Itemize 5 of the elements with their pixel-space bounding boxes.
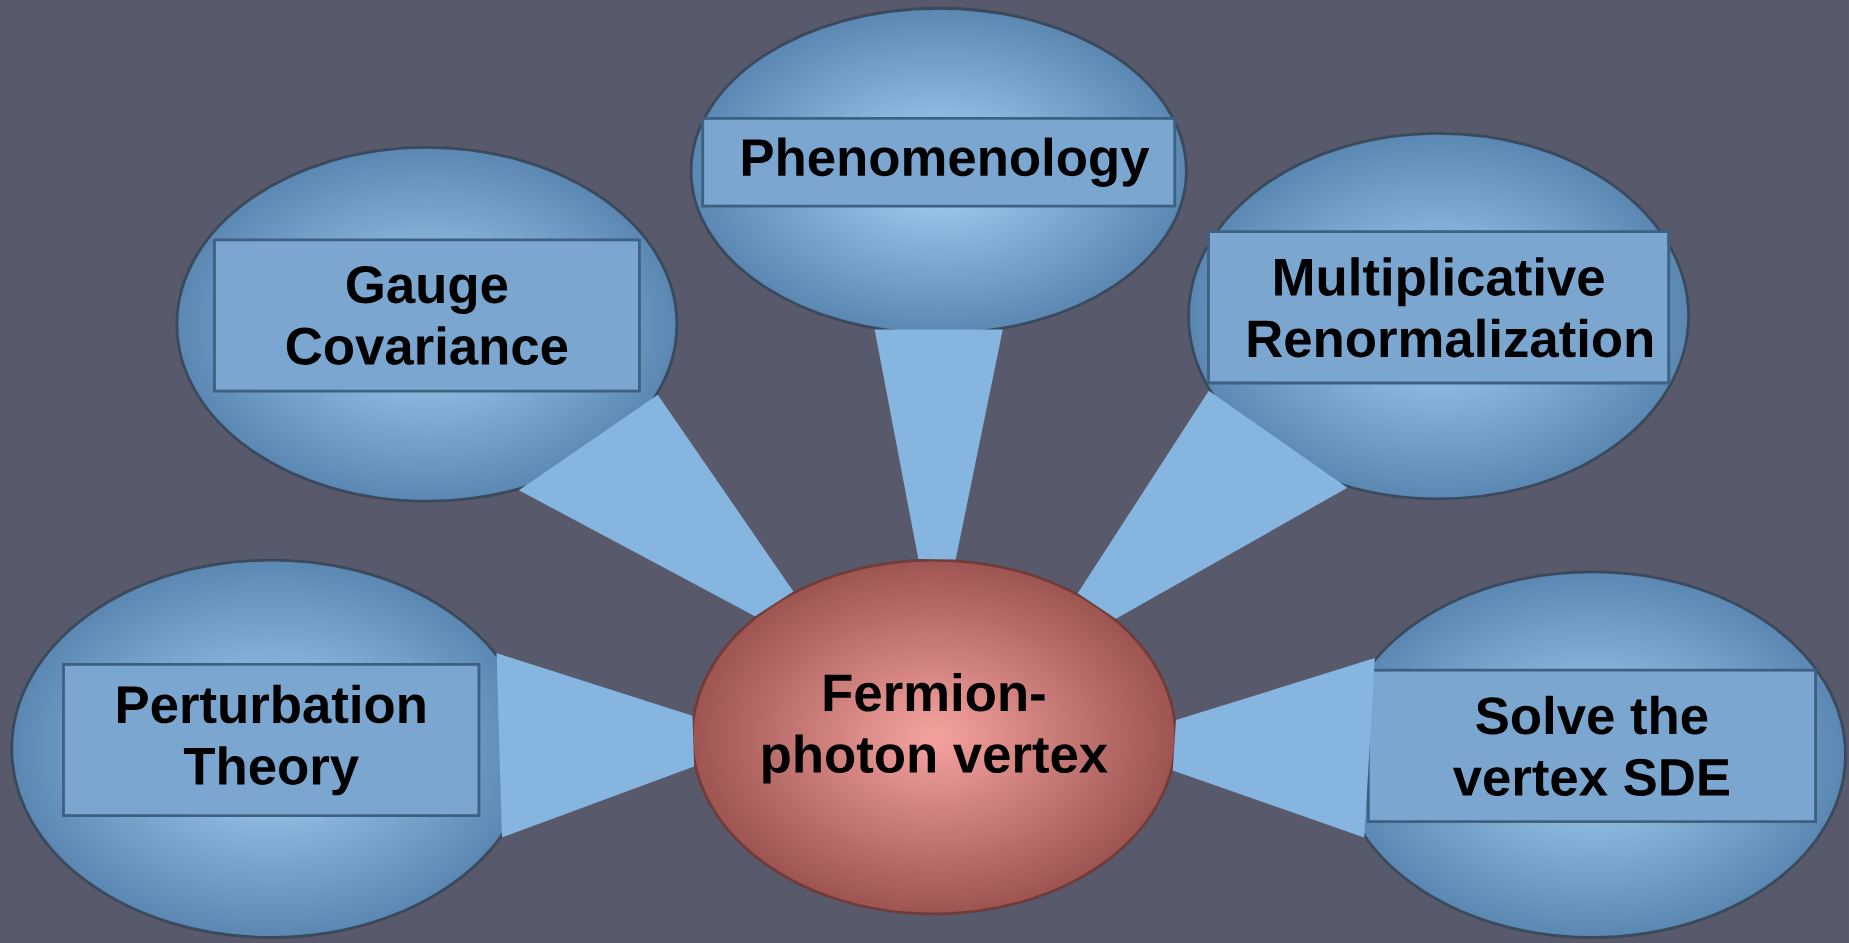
beam-connector [1077,390,1348,619]
beam-connector [518,394,794,617]
beam-connector [1172,657,1375,838]
beam-connector [874,329,1003,560]
beam-connector [496,652,695,838]
